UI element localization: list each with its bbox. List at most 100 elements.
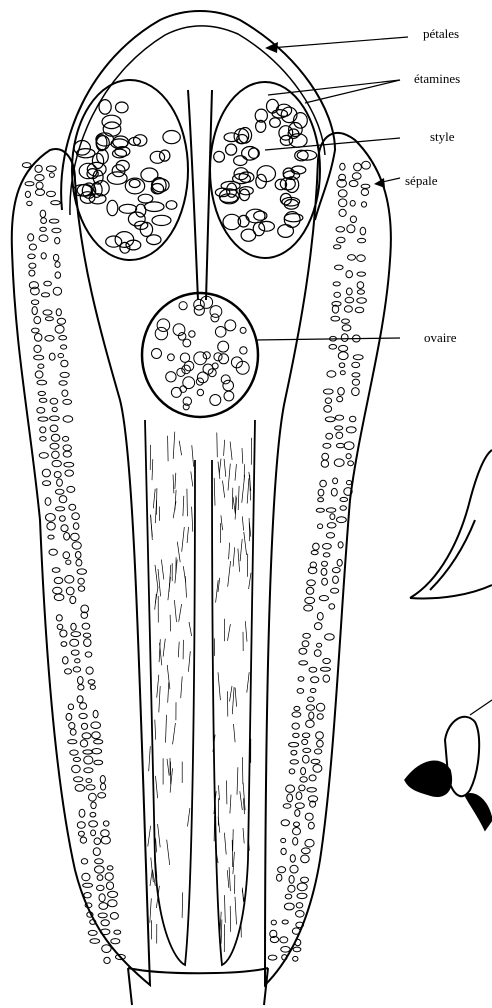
hatch-stroke <box>218 578 220 592</box>
wall-cell <box>97 875 103 881</box>
wall-cell <box>352 388 360 396</box>
wall-cell <box>74 777 83 782</box>
wall-cell <box>299 661 308 665</box>
wall-cell <box>324 406 332 413</box>
hatch-stroke <box>161 560 163 580</box>
ovule-cell <box>189 331 195 337</box>
wall-cell <box>106 882 113 890</box>
wall-cell <box>305 597 315 603</box>
partial-leaf-drawing <box>410 450 492 598</box>
wall-cell <box>308 822 314 829</box>
petales-leader-line <box>270 37 408 48</box>
wall-cell <box>47 522 55 530</box>
wall-cell <box>316 732 324 739</box>
wall-cell <box>340 163 345 170</box>
wall-cell <box>303 755 310 763</box>
wall-cell <box>316 508 324 512</box>
ovule-cell <box>183 339 191 347</box>
ovule-cell <box>214 353 222 361</box>
wall-cell <box>289 769 295 774</box>
wall-cell <box>293 828 301 835</box>
hatch-stroke <box>224 440 225 456</box>
ovary <box>142 293 258 417</box>
wall-cell <box>322 561 328 566</box>
ovule-cell <box>219 354 229 364</box>
wall-cell <box>313 765 322 773</box>
wall-cell <box>313 543 320 550</box>
wall-cell <box>86 785 95 790</box>
wall-cell <box>107 866 113 870</box>
wall-cell <box>59 496 67 503</box>
wall-cell <box>306 720 315 727</box>
wall-cell <box>45 317 53 321</box>
label-ovaire: ovaire <box>424 330 457 345</box>
wall-cell <box>94 838 101 845</box>
wall-cell <box>297 883 307 891</box>
wall-cell <box>56 507 65 511</box>
wall-cell <box>319 596 328 601</box>
wall-cell <box>81 723 87 729</box>
sepal-right-wall <box>265 133 391 985</box>
anther-cell <box>234 156 247 166</box>
hatch-stroke <box>156 488 157 515</box>
hatch-stroke <box>175 473 176 489</box>
ovule-cells <box>152 296 250 410</box>
wall-cell <box>303 748 311 752</box>
wall-cell <box>101 830 110 837</box>
wall-cell <box>335 265 344 270</box>
anther-cell <box>150 151 164 163</box>
anther-cell <box>279 126 293 140</box>
wall-cell <box>101 920 109 926</box>
wall-cell <box>307 580 316 586</box>
wall-cell <box>346 481 351 485</box>
wall-cell <box>336 227 345 232</box>
wall-cell <box>65 470 74 476</box>
hatch-stroke <box>149 746 151 771</box>
wall-cell <box>103 821 109 826</box>
ovule-cell <box>194 299 205 310</box>
wall-cell <box>340 506 346 511</box>
wall-cell <box>28 254 35 259</box>
wall-cell <box>357 290 364 294</box>
wall-cell <box>43 310 52 315</box>
wall-cell <box>281 848 286 854</box>
hatch-stroke <box>221 920 222 944</box>
hatch-stroke <box>235 464 236 481</box>
wall-cell <box>46 514 56 522</box>
wall-cell <box>322 453 329 460</box>
hatch-stroke <box>232 687 234 714</box>
wall-cell <box>55 238 60 244</box>
hatch-stroke <box>148 826 151 847</box>
wall-cell <box>338 190 347 197</box>
anther-cell <box>166 201 177 210</box>
wall-cell <box>63 436 69 441</box>
wall-cell <box>268 955 277 960</box>
wall-cell <box>307 788 316 792</box>
wall-cell <box>354 163 362 171</box>
wall-cell <box>311 759 320 763</box>
wall-cell <box>338 542 343 548</box>
wall-cell <box>360 227 366 235</box>
hatch-stroke <box>173 501 176 518</box>
wall-cell <box>86 779 92 783</box>
anther-cell <box>107 200 118 215</box>
hatch-stroke <box>156 838 157 852</box>
wall-cell <box>346 427 356 433</box>
wall-cell <box>64 462 74 467</box>
wall-cell <box>38 364 44 368</box>
wall-cell <box>297 689 304 694</box>
wall-cell <box>63 416 73 422</box>
wall-cell <box>357 272 366 276</box>
wall-cell <box>89 793 97 801</box>
wall-cell <box>281 838 286 842</box>
wall-cell <box>45 498 51 506</box>
wall-cell <box>311 677 319 683</box>
wall-cell <box>357 255 366 262</box>
wall-cell <box>346 288 352 295</box>
wall-cell <box>40 427 46 433</box>
wall-cell <box>277 874 282 881</box>
wall-cell <box>36 182 43 189</box>
ovaire-leader-line <box>255 338 400 340</box>
ovule-cell <box>180 353 189 362</box>
wall-cell <box>326 433 333 439</box>
